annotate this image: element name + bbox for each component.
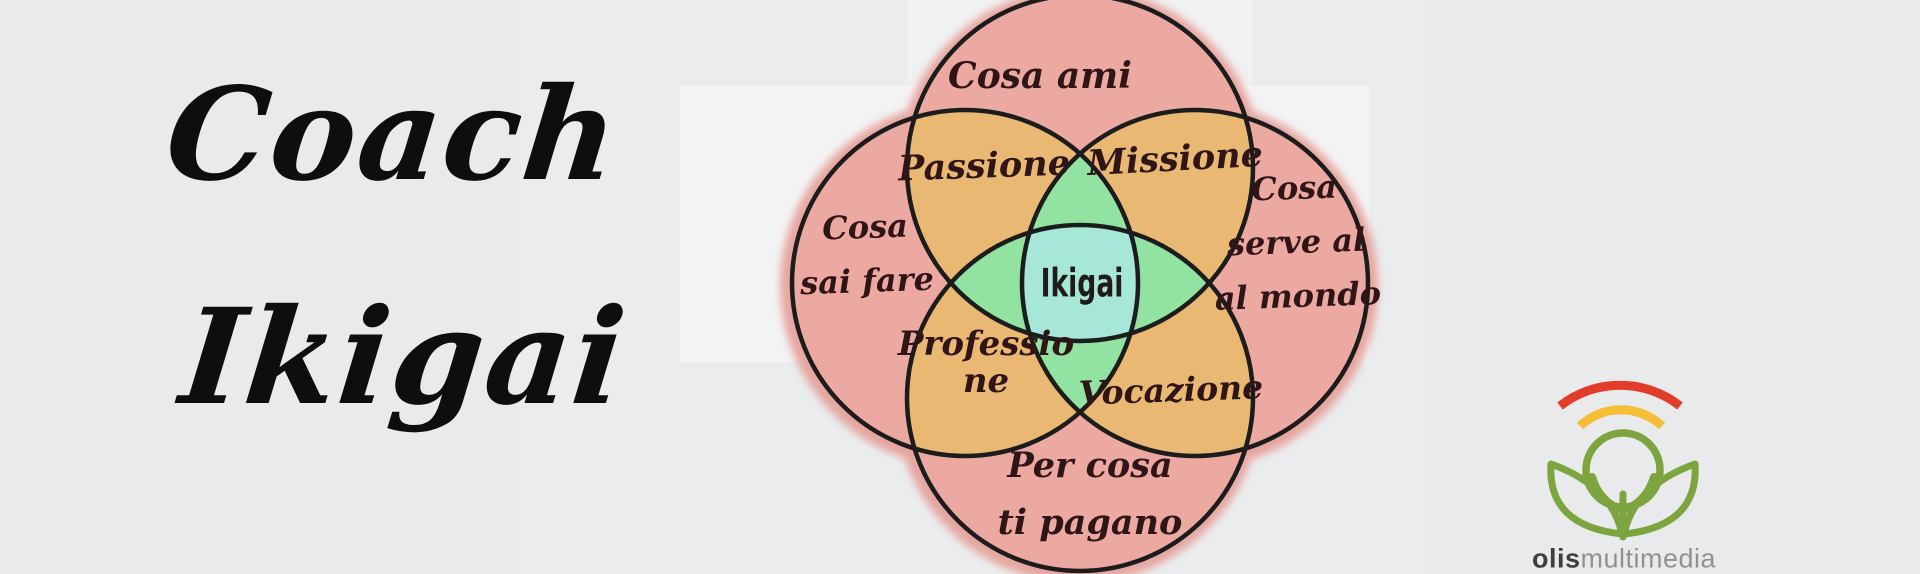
label-cosa-sai-fare: Cosa sai fare — [797, 198, 934, 311]
brand-multimedia: multimedia — [1580, 543, 1717, 574]
label-line: Per cosa — [1007, 445, 1173, 486]
label-vocazione: Vocazione — [1078, 367, 1264, 413]
label-ikigai-center: Ikigai — [1040, 260, 1124, 307]
label-line: ne — [962, 361, 1010, 401]
brand-olis: olis — [1531, 543, 1581, 574]
label-line: al mondo — [1214, 274, 1382, 318]
label-cosa-ami: Cosa ami — [948, 55, 1132, 97]
green-horizontal-lens — [1022, 110, 1138, 456]
venn-outlines — [789, 0, 1371, 574]
brand-wordmark: olismultimedia — [1532, 544, 1716, 574]
olis-logo — [1547, 380, 1699, 541]
label-line: serve al — [1226, 220, 1366, 264]
label-passione: Passione — [897, 142, 1071, 190]
sprout-leaf-left-icon — [1588, 473, 1627, 514]
label-line: ti pagano — [997, 502, 1183, 543]
label-professione: Professio ne — [898, 326, 1074, 400]
title-ikigai: Ikigai — [174, 280, 634, 435]
label-line: sai fare — [799, 259, 935, 303]
label-per-cosa-ti-pagano: Per cosa ti pagano — [998, 437, 1183, 551]
signal-arc-red-icon — [1557, 380, 1683, 410]
label-cosa-serve-al-mondo: Cosa serve al al mondo — [1210, 158, 1382, 326]
title-coach: Coach — [159, 60, 627, 210]
label-line: Cosa — [821, 206, 909, 248]
label-line: Professio — [897, 324, 1075, 364]
label-line: Cosa — [1250, 167, 1338, 209]
green-vertical-lens — [907, 225, 1253, 341]
signal-arc-yellow-icon — [1576, 405, 1666, 430]
sprout-leaf-right-icon — [1619, 473, 1658, 514]
venn-triple-overlaps — [907, 110, 1253, 456]
